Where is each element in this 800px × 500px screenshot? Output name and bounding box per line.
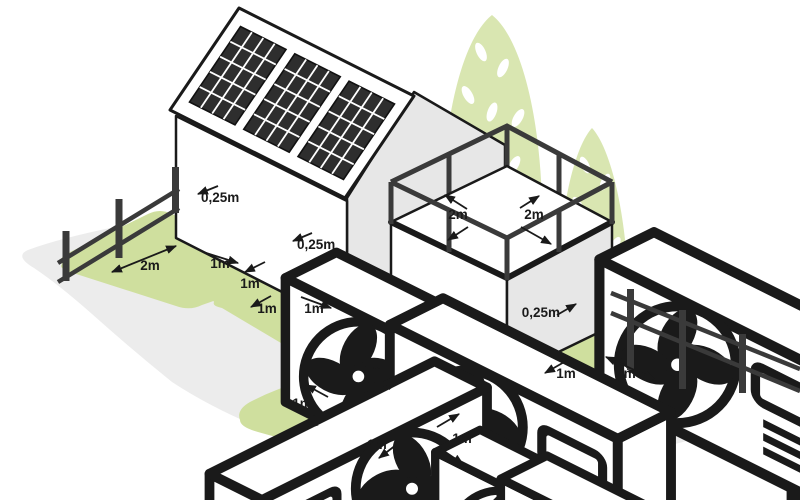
label-pair-right: 1m — [452, 431, 472, 446]
house — [170, 8, 505, 325]
fence-right — [610, 289, 800, 394]
label-right-pump-top: 0,25m — [522, 305, 560, 320]
label-left-pump-right: 1m — [210, 256, 230, 271]
label-roof-pump-left: 2m — [448, 207, 468, 222]
clearance-labels: 0,25m 2m 1m 0,25m 1m 1m 1m 2m 2m 0,25m 1… — [140, 190, 636, 452]
fence-left — [56, 167, 181, 284]
label-left-pump-left: 2m — [140, 258, 160, 273]
label-pair-top: 1m — [363, 362, 383, 377]
label-middle-pump-bottom-left: 1m — [257, 301, 277, 316]
label-middle-pump-left: 1m — [240, 276, 260, 291]
label-right-pump-right: 2m — [616, 366, 636, 381]
label-middle-pump-bottom-right: 1m — [304, 301, 324, 316]
clearance-arrows — [110, 185, 655, 465]
label-middle-pump-top: 0,25m — [297, 237, 335, 252]
label-pair-bottom: 1m — [367, 437, 387, 452]
label-right-pump-left: 1m — [556, 366, 576, 381]
label-pair-left: 1m — [292, 396, 312, 411]
label-left-pump-top: 0,25m — [201, 190, 239, 205]
label-roof-pump-right: 2m — [524, 207, 544, 222]
solar-panels — [189, 27, 394, 180]
